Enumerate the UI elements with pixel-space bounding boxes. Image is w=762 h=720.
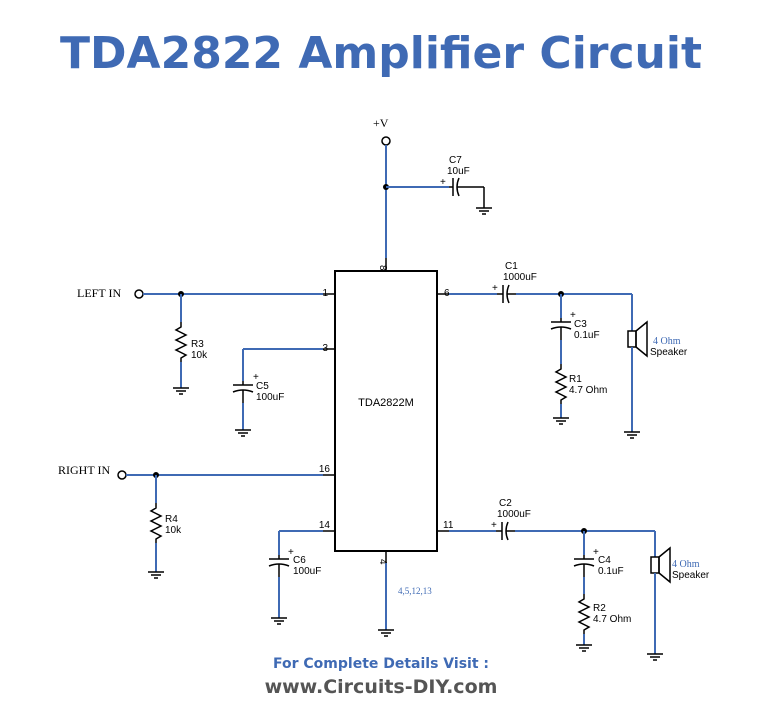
r3-name: R3 — [191, 339, 204, 350]
left-in-terminal — [134, 289, 144, 299]
c7-name: C7 — [449, 155, 462, 166]
footer-visit-text: For Complete Details Visit : — [273, 656, 489, 672]
ground-pin-4 — [378, 629, 394, 637]
c4-value: 0.1uF — [598, 566, 624, 577]
footer-website-link[interactable]: www.Circuits-DIY.com — [264, 676, 498, 698]
supply-terminal — [381, 136, 391, 146]
resistor-r1 — [554, 364, 568, 404]
pin-4-label: 4 — [377, 559, 388, 565]
ic-body — [334, 270, 438, 552]
c5-value: 100uF — [256, 392, 284, 403]
right-in-label: RIGHT IN — [58, 463, 110, 477]
speaker-bottom-label: Speaker — [672, 570, 710, 581]
c4-name: C4 — [598, 555, 611, 566]
capacitor-c2 — [496, 521, 515, 541]
pin-14-label: 14 — [319, 520, 331, 531]
page-title: TDA2822 Amplifier Circuit — [60, 28, 702, 79]
c6-value: 100uF — [293, 566, 321, 577]
right-in-terminal — [117, 470, 127, 480]
speaker-top-label: Speaker — [650, 347, 688, 358]
capacitor-c4 — [573, 555, 595, 577]
r3-value: 10k — [191, 350, 208, 361]
r4-value: 10k — [165, 525, 182, 536]
r2-value: 4.7 Ohm — [593, 614, 631, 625]
r2-name: R2 — [593, 603, 606, 614]
r4-name: R4 — [165, 514, 178, 525]
ground-r1 — [553, 417, 569, 425]
c3-value: 0.1uF — [574, 330, 600, 341]
ground-c5 — [235, 429, 251, 437]
pin-16-label: 16 — [319, 464, 331, 475]
c5-polarity: + — [253, 372, 259, 383]
c2-name: C2 — [499, 498, 512, 509]
c3-name: C3 — [574, 319, 587, 330]
capacitor-c6 — [268, 555, 290, 577]
c7-polarity: + — [440, 177, 446, 188]
speaker-top — [627, 320, 648, 358]
ground-speaker-bottom — [647, 653, 663, 661]
c2-value: 1000uF — [497, 509, 531, 520]
capacitor-c5 — [232, 381, 254, 403]
c1-polarity: + — [492, 283, 498, 294]
r1-name: R1 — [569, 374, 582, 385]
left-in-label: LEFT IN — [77, 286, 121, 300]
ground-r3 — [173, 387, 189, 395]
c6-polarity: + — [288, 547, 294, 558]
r1-value: 4.7 Ohm — [569, 385, 607, 396]
c7-value: 10uF — [447, 166, 470, 177]
capacitor-c3 — [550, 318, 572, 340]
pin-8-label: 8 — [377, 265, 388, 271]
capacitor-c1 — [497, 284, 516, 304]
speaker-bottom-ohm: 4 Ohm — [672, 559, 700, 570]
c1-value: 1000uF — [503, 272, 537, 283]
c3-polarity: + — [570, 310, 576, 321]
ground-r4 — [148, 571, 164, 579]
ground-r2 — [576, 644, 592, 652]
capacitor-c7 — [449, 177, 468, 197]
resistor-r4 — [149, 503, 163, 543]
c6-name: C6 — [293, 555, 306, 566]
c5-name: C5 — [256, 381, 269, 392]
ground-speaker-top — [624, 431, 640, 439]
ground-c7 — [476, 207, 492, 215]
resistor-r3 — [174, 322, 188, 362]
c1-name: C1 — [505, 261, 518, 272]
resistor-r2 — [577, 594, 591, 634]
supply-label: +V — [373, 116, 389, 130]
c4-polarity: + — [593, 547, 599, 558]
ic-label: TDA2822M — [358, 397, 414, 409]
ground-c6 — [271, 617, 287, 625]
speaker-bottom — [650, 546, 671, 584]
pin-11-label: 11 — [443, 520, 454, 531]
speaker-top-ohm: 4 Ohm — [653, 336, 681, 347]
c2-polarity: + — [491, 520, 497, 531]
gnd-pins-label: 4,5,12,13 — [398, 586, 432, 596]
